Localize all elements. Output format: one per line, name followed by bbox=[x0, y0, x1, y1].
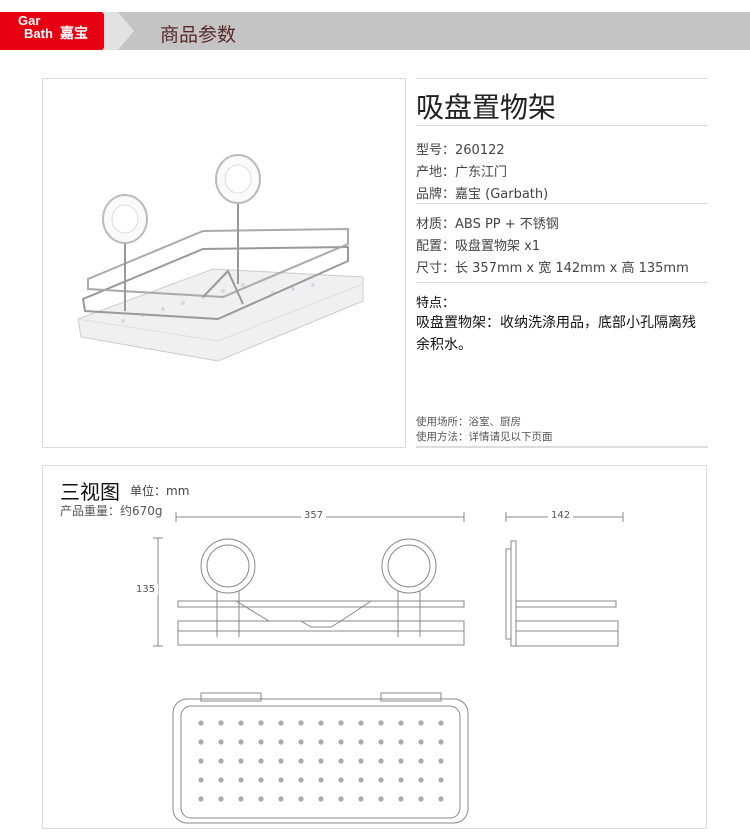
drain-hole bbox=[298, 777, 304, 783]
drain-hole bbox=[438, 739, 444, 745]
drain-hole bbox=[198, 796, 204, 802]
drain-hole bbox=[318, 720, 324, 726]
features-text: 吸盘置物架：收纳洗涤用品，底部小孔隔离残余积水。 bbox=[416, 315, 696, 353]
drain-hole bbox=[278, 720, 284, 726]
drain-hole bbox=[318, 739, 324, 745]
divider bbox=[416, 125, 708, 126]
drain-hole bbox=[198, 758, 204, 764]
spec-brand: 品牌：嘉宝 (Garbath) bbox=[416, 187, 549, 202]
drain-hole bbox=[298, 758, 304, 764]
drain-hole bbox=[218, 758, 224, 764]
drain-hole bbox=[258, 739, 264, 745]
drain-hole bbox=[218, 720, 224, 726]
drain-hole bbox=[258, 720, 264, 726]
drain-hole bbox=[218, 739, 224, 745]
drain-hole bbox=[298, 720, 304, 726]
drain-hole bbox=[238, 739, 244, 745]
drain-hole bbox=[338, 777, 344, 783]
drain-hole bbox=[238, 720, 244, 726]
drain-hole bbox=[278, 777, 284, 783]
drain-hole bbox=[398, 796, 404, 802]
drain-hole bbox=[278, 758, 284, 764]
divider bbox=[416, 78, 708, 79]
drain-hole bbox=[398, 777, 404, 783]
drain-hole bbox=[238, 758, 244, 764]
drain-hole bbox=[378, 720, 384, 726]
drain-hole bbox=[438, 796, 444, 802]
drain-hole bbox=[198, 739, 204, 745]
divider bbox=[416, 203, 708, 204]
drain-hole bbox=[358, 777, 364, 783]
usage-place: 使用场所：浴室、厨房 bbox=[416, 416, 521, 428]
logo-text: Gar bbox=[18, 13, 41, 28]
drain-hole bbox=[218, 796, 224, 802]
drain-hole bbox=[438, 720, 444, 726]
drain-hole bbox=[278, 739, 284, 745]
section-title: 商品参数 bbox=[160, 24, 237, 46]
drain-hole bbox=[418, 777, 424, 783]
drain-hole bbox=[418, 796, 424, 802]
drain-hole bbox=[198, 720, 204, 726]
usage-method: 使用方法：详情请见以下页面 bbox=[416, 431, 553, 443]
drain-hole bbox=[298, 739, 304, 745]
product-title: 吸盘置物架 bbox=[416, 91, 557, 124]
drain-hole bbox=[318, 758, 324, 764]
product-image bbox=[42, 78, 406, 448]
drain-hole bbox=[318, 777, 324, 783]
drain-hole bbox=[278, 796, 284, 802]
drain-hole bbox=[418, 739, 424, 745]
drain-hole bbox=[358, 796, 364, 802]
drain-hole bbox=[258, 777, 264, 783]
spec-material: 材质：ABS PP + 不锈钢 bbox=[416, 217, 559, 232]
drain-hole bbox=[358, 739, 364, 745]
drain-hole bbox=[338, 796, 344, 802]
drain-hole bbox=[338, 758, 344, 764]
height-dimension: 135 bbox=[133, 584, 159, 595]
logo-text: Bath bbox=[24, 26, 53, 41]
features-label: 特点： bbox=[416, 296, 456, 311]
drain-hole bbox=[198, 777, 204, 783]
drain-hole bbox=[298, 796, 304, 802]
logo-text: 嘉宝 bbox=[60, 26, 88, 42]
length-dimension: 357 bbox=[301, 510, 327, 521]
divider bbox=[416, 446, 708, 448]
drain-hole bbox=[378, 796, 384, 802]
unit-label: 单位：mm bbox=[130, 484, 190, 498]
drain-hole bbox=[258, 796, 264, 802]
spec-model: 型号：260122 bbox=[416, 143, 505, 158]
drain-hole bbox=[438, 777, 444, 783]
drain-hole bbox=[258, 758, 264, 764]
spec-size: 尺寸：长 357mm x 宽 142mm x 高 135mm bbox=[416, 261, 689, 276]
drain-hole bbox=[358, 720, 364, 726]
drain-hole bbox=[378, 739, 384, 745]
drain-hole bbox=[338, 720, 344, 726]
drain-hole bbox=[398, 720, 404, 726]
brand-logo bbox=[0, 12, 118, 50]
divider bbox=[416, 282, 708, 283]
drain-hole bbox=[218, 777, 224, 783]
drain-hole bbox=[318, 796, 324, 802]
drain-hole bbox=[378, 777, 384, 783]
drain-hole bbox=[358, 758, 364, 764]
drain-hole bbox=[238, 796, 244, 802]
drain-hole bbox=[338, 739, 344, 745]
three-view-panel: 357 142 135 bbox=[42, 465, 707, 829]
weight-label: 产品重量：约670g bbox=[60, 504, 163, 518]
drain-hole bbox=[418, 758, 424, 764]
drain-hole bbox=[398, 758, 404, 764]
spec-config: 配置：吸盘置物架 x1 bbox=[416, 239, 541, 254]
drain-hole bbox=[378, 758, 384, 764]
drain-hole bbox=[238, 777, 244, 783]
three-view-title: 三视图 bbox=[60, 480, 120, 504]
width-dimension: 142 bbox=[548, 510, 574, 521]
drain-hole bbox=[418, 720, 424, 726]
drain-hole bbox=[398, 739, 404, 745]
spec-origin: 产地：广东江门 bbox=[416, 165, 508, 180]
drain-hole bbox=[438, 758, 444, 764]
